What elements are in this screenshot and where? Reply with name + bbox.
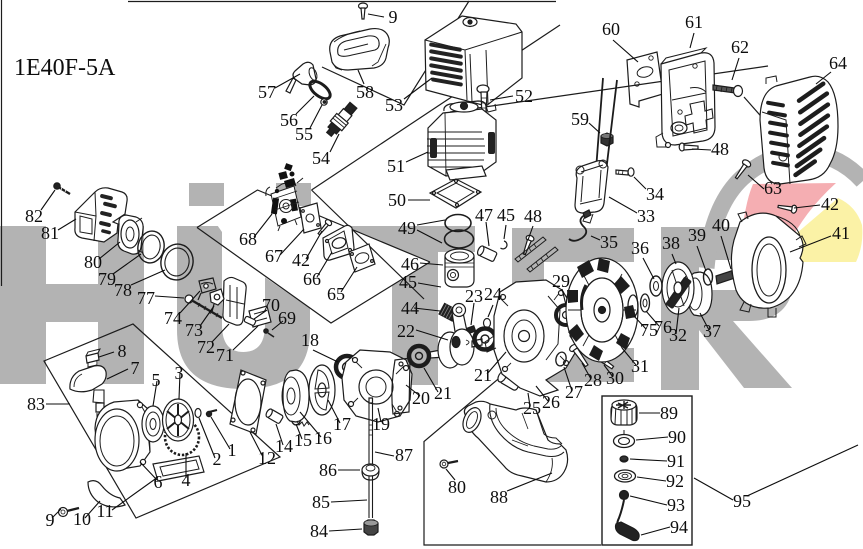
svg-text:2: 2 xyxy=(213,449,222,469)
svg-text:65: 65 xyxy=(327,284,345,304)
svg-text:62: 62 xyxy=(731,37,749,57)
svg-text:67: 67 xyxy=(265,246,283,266)
svg-text:12: 12 xyxy=(258,448,276,468)
svg-text:10: 10 xyxy=(73,509,91,529)
svg-text:34: 34 xyxy=(646,184,664,204)
svg-text:86: 86 xyxy=(319,460,337,480)
svg-text:1E40F-5A: 1E40F-5A xyxy=(14,55,116,81)
svg-text:38: 38 xyxy=(662,233,680,253)
svg-text:84: 84 xyxy=(310,521,328,541)
svg-text:53: 53 xyxy=(385,95,403,115)
svg-text:33: 33 xyxy=(637,206,655,226)
svg-text:59: 59 xyxy=(571,109,589,129)
svg-text:36: 36 xyxy=(631,238,649,258)
svg-text:68: 68 xyxy=(239,229,257,249)
svg-text:87: 87 xyxy=(395,445,413,465)
svg-text:41: 41 xyxy=(832,223,850,243)
svg-text:90: 90 xyxy=(668,427,686,447)
svg-text:80: 80 xyxy=(448,477,466,497)
svg-text:4: 4 xyxy=(182,470,191,490)
svg-text:58: 58 xyxy=(356,82,374,102)
svg-text:69: 69 xyxy=(278,308,296,328)
svg-text:9: 9 xyxy=(46,510,55,530)
svg-text:45: 45 xyxy=(399,272,417,292)
svg-text:18: 18 xyxy=(301,330,319,350)
svg-text:83: 83 xyxy=(27,394,45,414)
svg-text:89: 89 xyxy=(660,403,678,423)
svg-text:49: 49 xyxy=(398,218,416,238)
svg-text:73: 73 xyxy=(185,320,203,340)
svg-text:76: 76 xyxy=(654,317,672,337)
svg-text:46: 46 xyxy=(401,254,419,274)
svg-text:7: 7 xyxy=(131,358,140,378)
svg-text:42: 42 xyxy=(821,194,839,214)
svg-text:51: 51 xyxy=(387,156,405,176)
svg-text:50: 50 xyxy=(388,190,406,210)
svg-text:25: 25 xyxy=(523,398,541,418)
svg-text:91: 91 xyxy=(667,451,685,471)
svg-text:78: 78 xyxy=(114,280,132,300)
svg-text:85: 85 xyxy=(312,492,330,512)
svg-text:8: 8 xyxy=(118,341,127,361)
svg-text:9: 9 xyxy=(389,7,398,27)
svg-text:94: 94 xyxy=(670,517,688,537)
svg-text:14: 14 xyxy=(275,436,293,456)
svg-text:56: 56 xyxy=(280,110,298,130)
svg-text:82: 82 xyxy=(25,206,43,226)
svg-text:63: 63 xyxy=(764,178,782,198)
svg-text:88: 88 xyxy=(490,487,508,507)
svg-text:71: 71 xyxy=(216,345,234,365)
svg-text:23: 23 xyxy=(465,286,483,306)
svg-text:75: 75 xyxy=(640,320,658,340)
svg-text:3: 3 xyxy=(175,363,184,383)
svg-text:55: 55 xyxy=(295,124,313,144)
svg-text:32: 32 xyxy=(669,325,687,345)
svg-text:22: 22 xyxy=(397,321,415,341)
svg-text:92: 92 xyxy=(666,471,684,491)
svg-text:28: 28 xyxy=(584,370,602,390)
svg-text:57: 57 xyxy=(258,82,276,102)
svg-text:17: 17 xyxy=(333,414,351,434)
svg-text:93: 93 xyxy=(667,495,685,515)
svg-text:40: 40 xyxy=(712,215,730,235)
svg-text:64: 64 xyxy=(829,53,847,73)
svg-text:5: 5 xyxy=(152,370,161,390)
svg-text:44: 44 xyxy=(401,298,419,318)
svg-text:48: 48 xyxy=(524,206,542,226)
svg-text:45: 45 xyxy=(497,205,515,225)
svg-text:54: 54 xyxy=(312,148,330,168)
svg-text:26: 26 xyxy=(542,392,560,412)
svg-text:1: 1 xyxy=(228,440,237,460)
svg-text:19: 19 xyxy=(372,414,390,434)
svg-text:77: 77 xyxy=(137,288,155,308)
svg-text:21: 21 xyxy=(474,365,492,385)
svg-text:47: 47 xyxy=(475,205,493,225)
svg-text:20: 20 xyxy=(412,388,430,408)
svg-text:95: 95 xyxy=(733,491,751,511)
svg-text:61: 61 xyxy=(685,12,703,32)
svg-text:72: 72 xyxy=(197,337,215,357)
svg-text:21: 21 xyxy=(434,383,452,403)
svg-text:35: 35 xyxy=(600,232,618,252)
svg-text:27: 27 xyxy=(565,382,583,402)
svg-text:24: 24 xyxy=(484,284,502,304)
svg-text:6: 6 xyxy=(154,472,163,492)
svg-text:74: 74 xyxy=(164,308,182,328)
svg-text:42: 42 xyxy=(292,250,310,270)
svg-text:39: 39 xyxy=(688,225,706,245)
svg-text:66: 66 xyxy=(303,269,321,289)
svg-text:16: 16 xyxy=(314,428,332,448)
svg-text:60: 60 xyxy=(602,19,620,39)
svg-text:15: 15 xyxy=(294,430,312,450)
svg-text:29: 29 xyxy=(552,271,570,291)
svg-text:80: 80 xyxy=(84,252,102,272)
svg-text:48: 48 xyxy=(711,139,729,159)
svg-text:81: 81 xyxy=(41,223,59,243)
svg-text:31: 31 xyxy=(631,356,649,376)
svg-text:11: 11 xyxy=(96,501,113,521)
svg-text:79: 79 xyxy=(98,269,116,289)
svg-text:52: 52 xyxy=(515,86,533,106)
